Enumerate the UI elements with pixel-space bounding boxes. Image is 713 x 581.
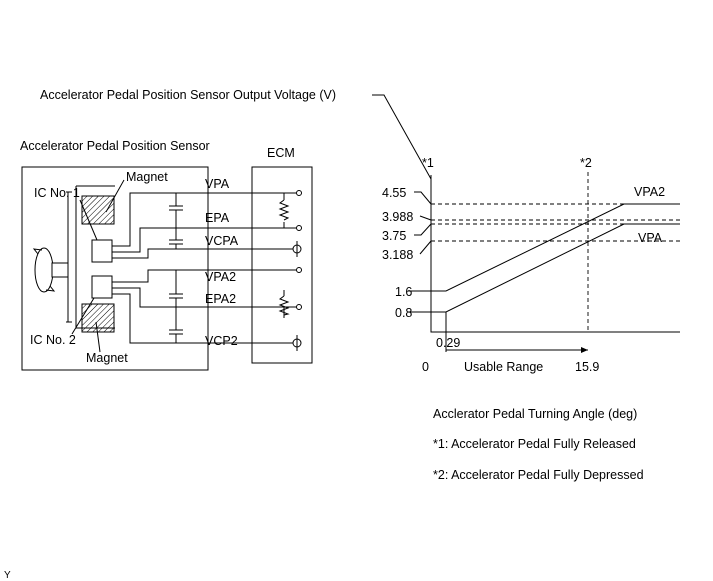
magnet-top-label: Magnet [126, 170, 168, 184]
magnet-bottom-label: Magnet [86, 351, 128, 365]
note-1: *1: Accelerator Pedal Fully Released [433, 437, 636, 451]
mark-2: *2 [580, 156, 592, 170]
sensor-frame-ends [66, 191, 72, 323]
graph-ylabel: Accelerator Pedal Position Sensor Output… [40, 88, 336, 102]
ytick-3-188: 3.188 [382, 248, 413, 262]
terminal-vpa: VPA [205, 177, 230, 191]
ic-1-leader [79, 199, 98, 241]
ytick-3-75: 3.75 [382, 229, 406, 243]
ytick-1-6: 1.6 [395, 285, 412, 299]
capacitors [169, 193, 183, 343]
ecm-box [251, 166, 313, 364]
terminal-vcpa: VCPA [205, 234, 239, 248]
ytick-4-55: 4.55 [382, 186, 406, 200]
label-vpa: VPA [638, 231, 663, 245]
ic-2-label: IC No. 2 [30, 333, 76, 347]
graph-xlabel: Acclerator Pedal Turning Angle (deg) [433, 407, 637, 421]
terminal-vcp2: VCP2 [205, 334, 238, 348]
series-vpa [408, 223, 680, 313]
terminal-epa2: EPA2 [205, 292, 236, 306]
ytick-3-988: 3.988 [382, 210, 413, 224]
ic-2-chip [91, 275, 113, 299]
mark-1: *1 [422, 156, 434, 170]
terminal-vpa2: VPA2 [205, 270, 236, 284]
ic-1-chip [91, 239, 113, 263]
graph-axes [430, 175, 680, 333]
ic-2-leader [71, 297, 95, 335]
sensor-circuit: Accelerator Pedal Position Sensor ECM IC… [20, 139, 313, 371]
usable-range-label: Usable Range [464, 360, 543, 374]
terminal-epa: EPA [205, 211, 230, 225]
ytick-0-8: 0.8 [395, 306, 412, 320]
ecm-internals [252, 190, 302, 351]
rotation-arrow-icon [32, 247, 69, 293]
magnet-bottom [81, 303, 115, 333]
label-vpa2: VPA2 [634, 185, 665, 199]
ylabel-leader [372, 94, 432, 180]
magnet-top [81, 195, 115, 225]
ecm-label: ECM [267, 146, 295, 160]
magnet-bottom-leader [95, 321, 101, 353]
usable-range-arrowhead [581, 347, 588, 353]
note-2: *2: Accelerator Pedal Fully Depressed [433, 468, 644, 482]
xtick-0-29: 0.29 [436, 336, 460, 350]
xtick-15-9: 15.9 [575, 360, 599, 374]
ic-1-label: IC No. 1 [34, 186, 80, 200]
series-vpa2 [408, 203, 680, 292]
corner-mark: Y [4, 570, 11, 581]
xtick-0: 0 [422, 360, 429, 374]
sensor-box [21, 166, 209, 371]
voltage-graph: Accelerator Pedal Position Sensor Output… [40, 88, 680, 374]
sensor-title: Accelerator Pedal Position Sensor [20, 139, 210, 153]
magnet-top-leader [105, 179, 125, 213]
wires [112, 192, 252, 344]
